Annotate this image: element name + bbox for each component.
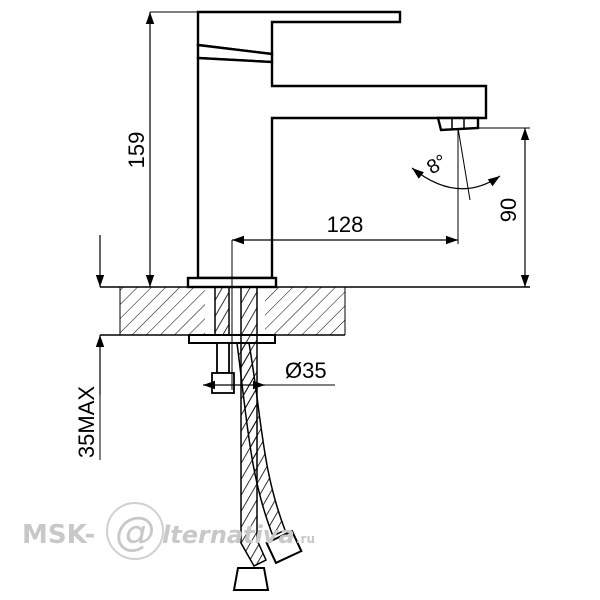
dimension-label-90: 90 <box>496 198 521 222</box>
dimension-height-159: 159 <box>124 11 198 287</box>
dimension-label-d35: Ø35 <box>285 358 327 383</box>
svg-text:.ru: .ru <box>296 532 315 546</box>
dimension-label-159: 159 <box>124 132 149 169</box>
faucet-body <box>186 10 488 289</box>
svg-text:MSK-: MSK- <box>22 520 95 550</box>
countertop-section <box>100 286 530 336</box>
dimension-angle-8: 8° <box>411 127 501 201</box>
dimension-diameter-35: Ø35 <box>203 358 335 390</box>
dimension-label-8deg: 8° <box>423 150 451 179</box>
svg-text:lternativa: lternativa <box>162 521 295 549</box>
watermark-logo: MSK- @ lternativa .ru <box>22 502 315 560</box>
dimension-label-35max: 35MAX <box>74 386 99 458</box>
svg-text:@: @ <box>115 509 155 555</box>
dimension-max-thickness: 35MAX <box>74 235 120 460</box>
dimension-spout-90: 90 <box>478 127 530 287</box>
dimension-label-128: 128 <box>327 212 364 237</box>
